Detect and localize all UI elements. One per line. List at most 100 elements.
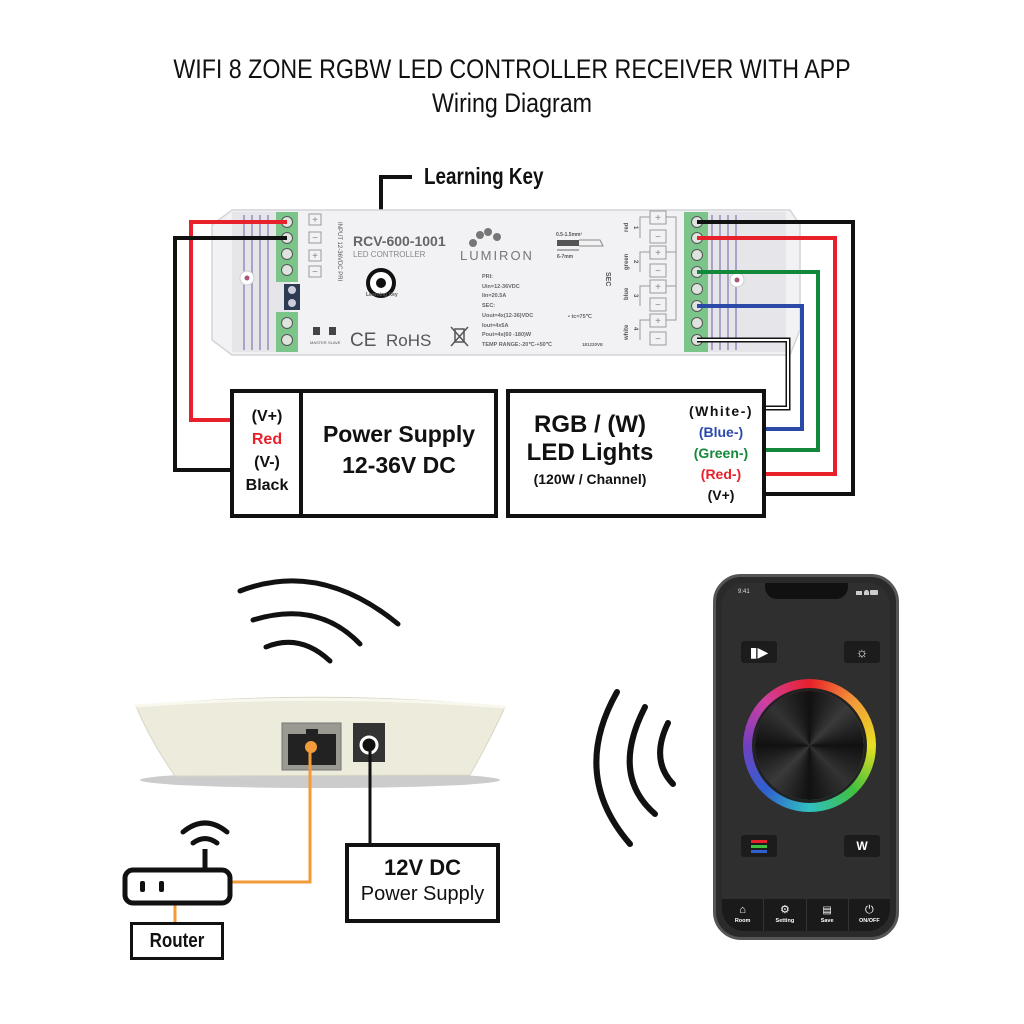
vplus-label: (V+): [251, 408, 283, 425]
tab-save-label: Save: [820, 918, 834, 924]
diagram-subtitle: Wiring Diagram: [431, 88, 592, 118]
wire-red-channel: [697, 236, 837, 476]
svg-text:+: +: [312, 251, 318, 262]
svg-text:+: +: [655, 213, 661, 224]
vplus-led-label: (V+): [707, 487, 735, 503]
blue-minus-label: (Blue-): [698, 424, 744, 440]
power-supply-title: Power Supply: [322, 421, 476, 447]
green-minus-label: (Green-): [693, 445, 749, 461]
spec-line: Iin=20.5A: [482, 293, 506, 299]
spec-line: Uin=12-36VDC: [482, 284, 520, 290]
input-label: INPUT 12-36VDC PRI: [336, 222, 342, 282]
tab-bar: ⌂ Room ⚙ Setting ▤ Save ⏻ ON/OFF: [722, 899, 890, 931]
ethernet-cable: [232, 747, 312, 884]
router-label: Router: [149, 930, 205, 952]
ce-mark: CE: [350, 330, 376, 351]
wire-black-vplus: [697, 220, 855, 496]
wire-green-channel: [697, 270, 820, 452]
slave-label: SLAVE: [328, 340, 341, 345]
power-supply-box: (V+) Red (V-) Black Power Supply 12-36V …: [230, 389, 498, 518]
svg-text:+: +: [312, 215, 318, 226]
led-lights-type: RGB / (W): [534, 411, 646, 438]
phone-notch: [765, 583, 848, 599]
channel-name-green: green: [624, 253, 630, 270]
tab-room[interactable]: ⌂ Room: [722, 899, 765, 931]
sun-icon: ☼: [855, 644, 869, 660]
tc-label: • tc=75℃: [568, 313, 593, 320]
led-lights-rating: (120W / Channel): [533, 471, 647, 487]
rgb-mode-button[interactable]: [741, 835, 777, 857]
spec-list: PRI: Uin=12-36VDC Iin=20.5A SEC: Uout=4x…: [482, 274, 603, 348]
svg-text:+: +: [655, 248, 661, 259]
channel-name-blue: blue: [624, 287, 630, 300]
black-label: Black: [245, 477, 289, 494]
spec-line: SEC:: [482, 303, 495, 309]
tab-setting[interactable]: ⚙ Setting: [764, 899, 807, 931]
tab-save[interactable]: ▤ Save: [807, 899, 849, 931]
svg-text:+: +: [655, 316, 661, 327]
svg-text:−: −: [312, 267, 318, 278]
svg-text:+: +: [655, 282, 661, 293]
led-lights-box: RGB / (W) LED Lights (120W / Channel) (W…: [506, 389, 766, 518]
weee-bin-icon: [450, 326, 469, 347]
input-terminal-block: [276, 212, 298, 282]
phone-wifi-signal-icon: [593, 689, 676, 847]
rgb-bars-icon: [751, 840, 767, 843]
svg-text:−: −: [312, 233, 318, 244]
diagram-title: WIFI 8 ZONE RGBW LED CONTROLLER RECEIVER…: [173, 54, 851, 84]
model-number: RCV-600-1001: [353, 233, 446, 249]
play-icon: ▮▶: [749, 644, 769, 660]
router-label-box: Router: [130, 922, 224, 960]
wire-red-vplus: [189, 220, 287, 422]
svg-text:−: −: [655, 334, 661, 345]
channel-name-red: red: [624, 222, 630, 232]
svg-text:−: −: [655, 232, 661, 243]
dc-psu-voltage: 12V DC: [383, 855, 462, 880]
status-time: 9:41: [738, 589, 750, 595]
wifi-hub-device: [135, 696, 506, 788]
power-icon: ⏻: [865, 904, 874, 916]
led-lights-title: LED Lights: [526, 439, 654, 466]
red-label: Red: [251, 431, 283, 448]
controller-type: LED CONTROLLER: [353, 250, 426, 259]
brightness-knob[interactable]: [755, 691, 864, 800]
wire-black-vminus: [173, 236, 287, 472]
status-icons: [856, 590, 878, 595]
gear-icon: ⚙: [779, 904, 790, 916]
save-icon: ▤: [822, 905, 832, 916]
channel-num-4: 4: [632, 327, 638, 331]
router-icon: [122, 820, 233, 906]
spec-line: Pout=4x(60 -180)W: [482, 332, 532, 338]
red-minus-label: (Red-): [700, 466, 742, 482]
spec-line: PRI:: [482, 274, 493, 280]
channel-num-3: 3: [632, 294, 638, 298]
learning-key-small-label: Learning Key: [366, 292, 398, 298]
white-mode-button[interactable]: W: [844, 835, 880, 857]
tab-setting-label: Setting: [775, 918, 795, 924]
brand-name: LUMIRON: [460, 248, 534, 263]
white-minus-label: (White-): [688, 403, 754, 419]
color-wheel[interactable]: [743, 679, 876, 812]
svg-text:−: −: [655, 266, 661, 277]
master-label: MASTER: [310, 340, 327, 345]
smartphone: 9:41 ▮▶ ☼ W ⌂ Room: [713, 574, 899, 940]
sec-label: SEC: [604, 272, 611, 286]
learning-key-callout: Learning Key: [424, 163, 544, 189]
rohs-mark: RoHS: [386, 331, 431, 350]
wire-spec: 0.5-1.5mm²: [556, 232, 582, 238]
brand-logo-dots: [469, 228, 501, 247]
dc-power-supply-box: 12V DC Power Supply: [345, 843, 500, 923]
dc-psu-title: Power Supply: [360, 883, 485, 905]
strip-length: 6-7mm: [557, 254, 574, 260]
tab-room-label: Room: [734, 918, 751, 924]
brightness-button[interactable]: ☼: [844, 641, 880, 663]
power-supply-divider: [299, 393, 303, 514]
hub-wifi-signal-icon: [237, 578, 401, 664]
spec-line: Uout=4x(12-36)VDC: [482, 313, 533, 319]
channel-num-2: 2: [632, 260, 638, 264]
play-mode-button[interactable]: ▮▶: [741, 641, 777, 663]
tab-onoff[interactable]: ⏻ ON/OFF: [849, 899, 890, 931]
code-label: 181220VE: [582, 342, 603, 347]
